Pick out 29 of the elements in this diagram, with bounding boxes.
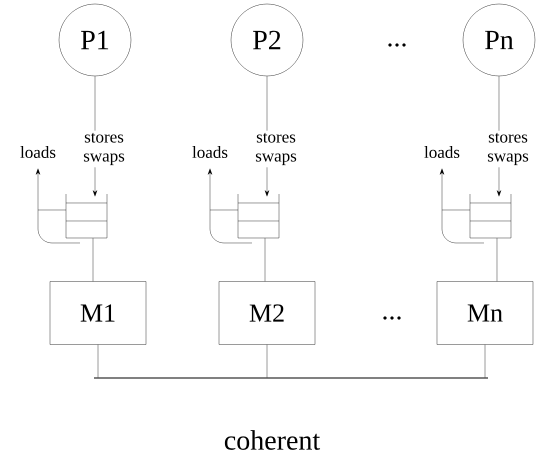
arrow xyxy=(36,168,66,210)
connector-line xyxy=(484,344,486,378)
caption-text: coherent xyxy=(224,430,320,450)
memory-box: M2 xyxy=(218,281,316,345)
label-text: stores swaps xyxy=(256,132,296,166)
label-text: stores swaps xyxy=(84,132,124,166)
connector-line xyxy=(264,238,266,282)
ellipsis-text: ... xyxy=(388,43,406,47)
arrow xyxy=(92,167,98,196)
arrow xyxy=(264,167,270,196)
connector-line xyxy=(266,76,268,131)
arrow xyxy=(496,167,502,196)
memory-box: M1 xyxy=(50,281,146,345)
label-text: stores swaps xyxy=(488,132,528,166)
connector-line xyxy=(496,238,498,282)
buffer-queue xyxy=(66,194,108,238)
arrow xyxy=(208,168,238,210)
arrow xyxy=(440,168,470,210)
label-text: loads xyxy=(20,146,56,158)
ellipsis-text: ... xyxy=(383,316,401,320)
connector-line xyxy=(94,76,96,131)
buffer-queue xyxy=(238,194,280,238)
memory-box: Mn xyxy=(436,281,534,345)
label-text: loads xyxy=(192,146,228,158)
connector-line xyxy=(266,344,268,378)
buffer-queue xyxy=(470,194,512,238)
connector-line xyxy=(92,238,94,282)
label-text: loads xyxy=(424,146,460,158)
connector-line xyxy=(498,76,500,131)
